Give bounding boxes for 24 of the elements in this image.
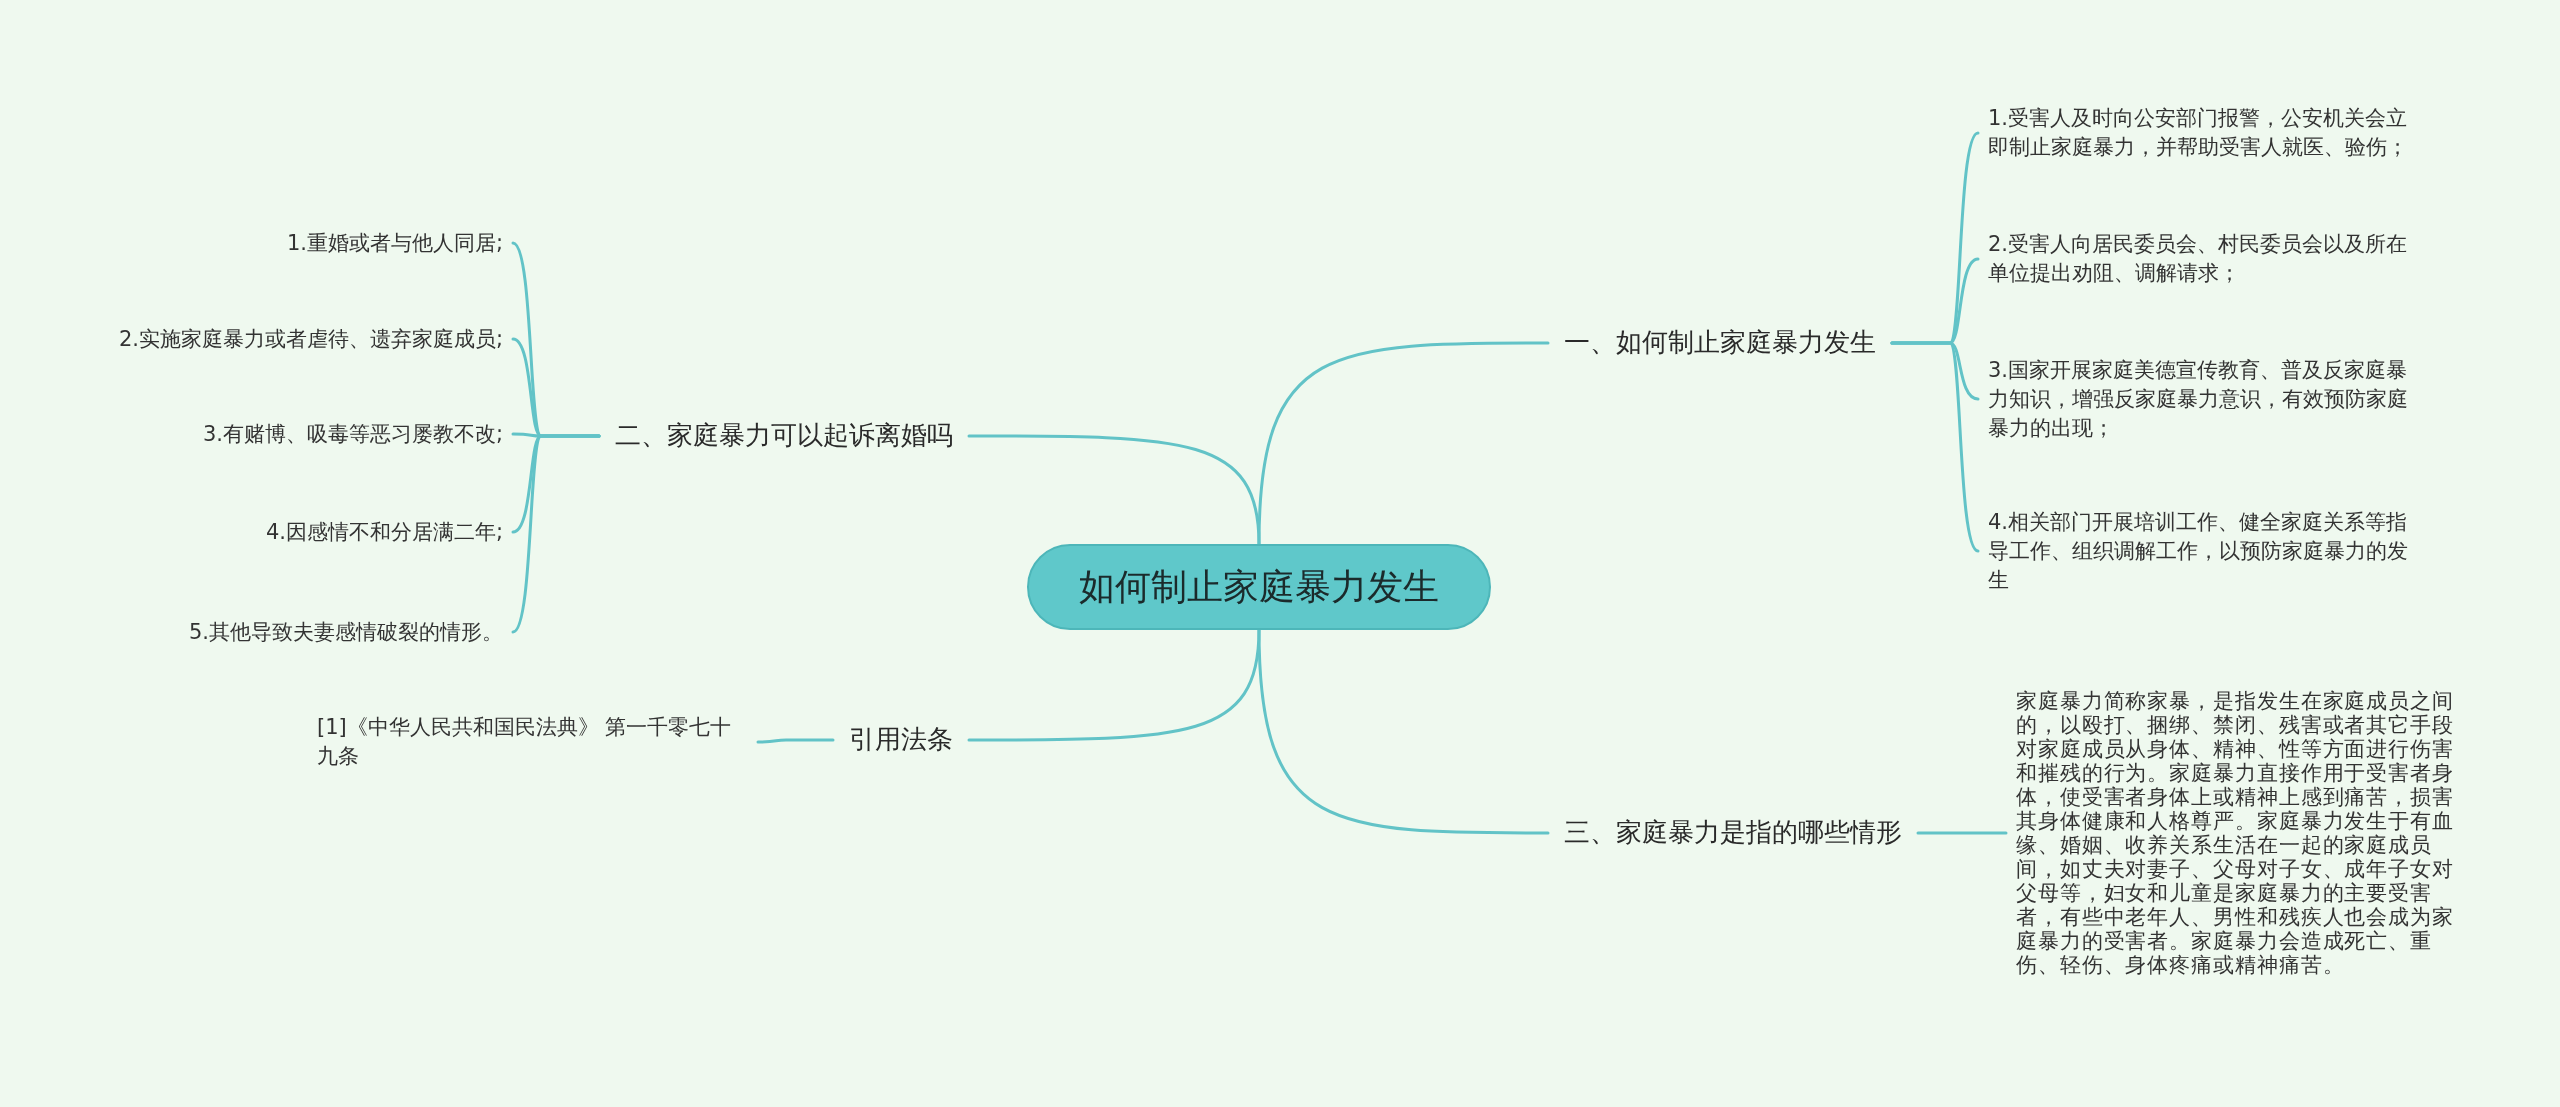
branch-topic: 三、家庭暴力是指的哪些情形 [1548, 812, 1918, 854]
branch-topic: 一、如何制止家庭暴力发生 [1548, 322, 1892, 364]
branch-topic: 二、家庭暴力可以起诉离婚吗 [599, 415, 969, 457]
leaf-text: 5.其他导致夫妻感情破裂的情形。 [178, 615, 513, 649]
connector-line [1257, 628, 1550, 835]
leaf-text: 家庭暴力简称家暴，是指发生在家庭成员之间的，以殴打、捆绑、禁闭、残害或者其它手段对家庭成员从身体、精神、性等方面进行伤害和摧残的行为。家庭暴力直接作用于受害者身体，使受害者身体上或精神上感到痛苦，损害其身体健康和人格尊严。家庭暴力发生于有血缘、婚姻、收养关系生活在一起的家庭成员间，如丈夫对妻子、父母对子女、成年子女对父母等，妇女和儿童是家庭暴力的主要受害者，有些中老年人、男性和残疾人也会成为家庭暴力的受害者。家庭暴力会造成死亡、重伤、轻伤、身体疼痛或精神痛苦。 [2006, 687, 2468, 979]
connector-line [1257, 341, 1550, 546]
leaf-text: 3.国家开展家庭美德宣传教育、普及反家庭暴力知识，增强反家庭暴力意识，有效预防家庭暴力的出现； [1978, 353, 2428, 445]
connector-line [967, 434, 1261, 546]
leaf-text: 1.重婚或者与他人同居; [276, 226, 513, 260]
connector-line [1890, 341, 1980, 553]
connector-line [511, 434, 601, 634]
connector-line [1916, 831, 2008, 835]
central-topic: 如何制止家庭暴力发生 [1027, 544, 1491, 630]
leaf-text: 4.因感情不和分居满二年; [255, 515, 513, 549]
leaf-text: [1]《中华人民共和国民法典》 第一千零七十九条 [307, 711, 758, 773]
branch-topic: 引用法条 [833, 719, 969, 761]
leaf-text: 1.受害人及时向公安部门报警，公安机关会立即制止家庭暴力，并帮助受害人就医、验伤； [1978, 102, 2428, 164]
connector-line [756, 738, 835, 744]
leaf-text: 4.相关部门开展培训工作、健全家庭关系等指导工作、组织调解工作，以预防家庭暴力的发生 [1978, 505, 2428, 597]
leaf-text: 2.实施家庭暴力或者虐待、遗弃家庭成员; [108, 322, 513, 356]
leaf-text: 2.受害人向居民委员会、村民委员会以及所在单位提出劝阻、调解请求； [1978, 228, 2428, 290]
leaf-text: 3.有赌博、吸毒等恶习屡教不改; [192, 417, 513, 451]
connector-line [967, 628, 1261, 742]
